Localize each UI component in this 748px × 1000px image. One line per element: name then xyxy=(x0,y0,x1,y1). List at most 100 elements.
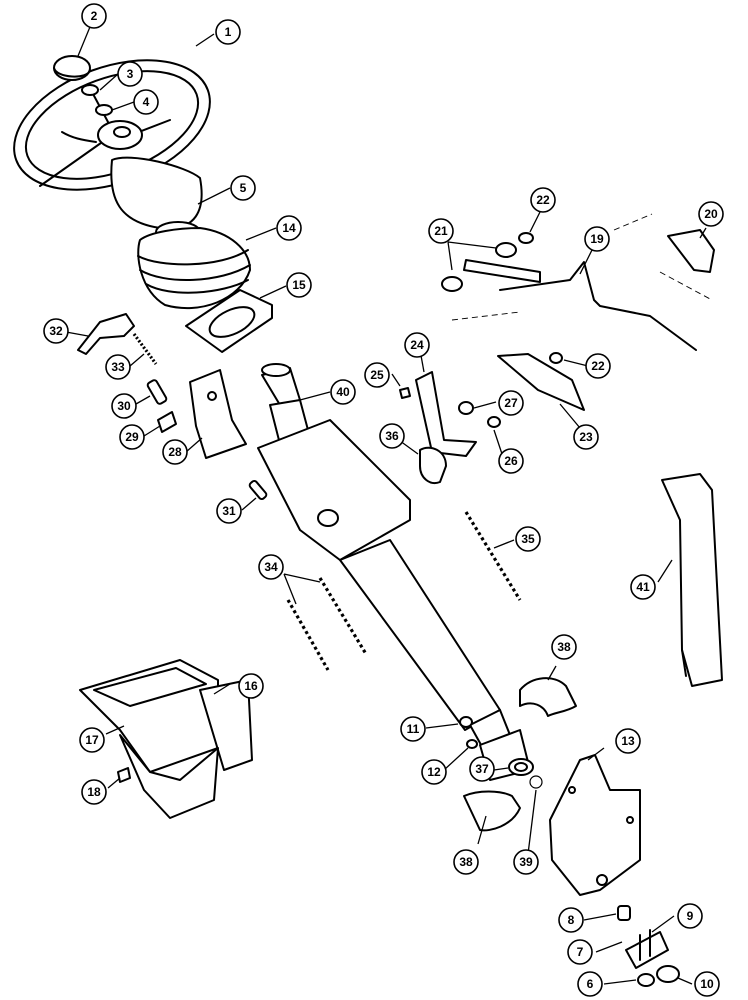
callout-label: 8 xyxy=(568,913,575,927)
callout-label: 13 xyxy=(621,734,635,748)
callout-25: 25 xyxy=(364,362,390,388)
callout-2: 2 xyxy=(81,3,107,29)
callout-26: 26 xyxy=(498,448,524,474)
callout-5: 5 xyxy=(230,175,256,201)
callout-label: 34 xyxy=(264,560,278,574)
washer-22-mid xyxy=(549,352,563,364)
callout-label: 35 xyxy=(521,532,535,546)
half-bushing-lower xyxy=(463,790,521,832)
bushing xyxy=(508,758,534,776)
callout-20: 20 xyxy=(698,201,724,227)
washer-12 xyxy=(466,739,478,749)
callout-label: 2 xyxy=(91,9,98,23)
callout-label: 3 xyxy=(127,67,134,81)
callout-30: 30 xyxy=(111,393,137,419)
callout-41: 41 xyxy=(630,574,656,600)
callout-label: 32 xyxy=(49,324,63,338)
callout-label: 9 xyxy=(687,909,694,923)
callout-label: 38 xyxy=(557,640,571,654)
callout-17: 17 xyxy=(79,727,105,753)
callout-label: 25 xyxy=(370,368,384,382)
control-knob xyxy=(667,229,715,273)
lower-cover-shroud xyxy=(79,659,253,819)
lower-hardware xyxy=(617,905,680,987)
callout-label: 40 xyxy=(336,385,350,399)
callout-33: 33 xyxy=(105,354,131,380)
bolt-29 xyxy=(157,411,177,433)
washer-26 xyxy=(487,416,501,428)
lever-32 xyxy=(77,313,135,355)
callout-label: 30 xyxy=(117,399,131,413)
callout-label: 41 xyxy=(636,580,650,594)
callout-19: 19 xyxy=(584,226,610,252)
callout-label: 20 xyxy=(704,207,718,221)
callout-11: 11 xyxy=(400,716,426,742)
callout-24: 24 xyxy=(404,332,430,358)
callout-6: 6 xyxy=(577,971,603,997)
bushing-21 xyxy=(441,242,541,292)
half-bushing-upper xyxy=(519,677,577,717)
spring-35 xyxy=(464,511,522,601)
callout-label: 14 xyxy=(282,221,296,235)
callout-4: 4 xyxy=(133,89,159,115)
callout-label: 19 xyxy=(590,232,604,246)
leader-lines xyxy=(65,21,707,985)
nut xyxy=(81,84,99,96)
callout-label: 29 xyxy=(125,430,139,444)
callout-label: 11 xyxy=(407,722,420,736)
callout-label: 23 xyxy=(579,430,593,444)
callout-label: 7 xyxy=(577,945,584,959)
callout-18: 18 xyxy=(81,779,107,805)
side-panel xyxy=(661,473,723,687)
callout-23: 23 xyxy=(573,424,599,450)
callout-3: 3 xyxy=(117,61,143,87)
callout-22-top: 22 xyxy=(530,187,556,213)
callout-label: 18 xyxy=(87,785,101,799)
callout-label: 33 xyxy=(111,360,125,374)
pin-30 xyxy=(146,379,168,405)
callout-label: 5 xyxy=(240,181,247,195)
rubber-boot xyxy=(137,227,251,310)
mounting-bracket xyxy=(549,754,641,896)
callout-28: 28 xyxy=(162,439,188,465)
callout-label: 22 xyxy=(536,193,550,207)
callout-39: 39 xyxy=(513,849,539,875)
callout-label: 4 xyxy=(143,95,150,109)
callout-label: 22 xyxy=(591,359,605,373)
callout-label: 37 xyxy=(475,762,489,776)
callout-label: 16 xyxy=(244,679,258,693)
callout-15: 15 xyxy=(286,272,312,298)
callout-label: 15 xyxy=(292,278,306,292)
callout-label: 21 xyxy=(434,224,448,238)
spring-34-right xyxy=(318,577,368,655)
callout-label: 6 xyxy=(587,977,594,991)
callout-13: 13 xyxy=(615,728,641,754)
callout-36: 36 xyxy=(379,423,405,449)
callout-label: 24 xyxy=(410,338,424,352)
boot-plate xyxy=(185,289,273,353)
callout-21: 21 xyxy=(428,218,454,244)
washer-22-top xyxy=(518,232,534,244)
bolt-11 xyxy=(459,716,473,728)
pin-31 xyxy=(248,479,268,501)
callout-label: 28 xyxy=(168,445,182,459)
screw-25 xyxy=(399,387,411,399)
callout-12: 12 xyxy=(421,759,447,785)
callout-40: 40 xyxy=(330,379,356,405)
callout-1: 1 xyxy=(215,19,241,45)
callout-29: 29 xyxy=(119,424,145,450)
callout-label: 31 xyxy=(222,504,236,518)
linkage-rod xyxy=(451,213,713,351)
callout-label: 10 xyxy=(700,977,714,991)
callout-34: 34 xyxy=(258,554,284,580)
ratchet-plate xyxy=(189,369,247,459)
callout-27: 27 xyxy=(498,390,524,416)
callout-32: 32 xyxy=(43,318,69,344)
callout-label: 27 xyxy=(504,396,518,410)
screw-18 xyxy=(117,767,131,783)
bracket-23 xyxy=(497,353,585,411)
callout-label: 26 xyxy=(504,454,518,468)
callout-35: 35 xyxy=(515,526,541,552)
callout-22-mid: 22 xyxy=(585,353,611,379)
